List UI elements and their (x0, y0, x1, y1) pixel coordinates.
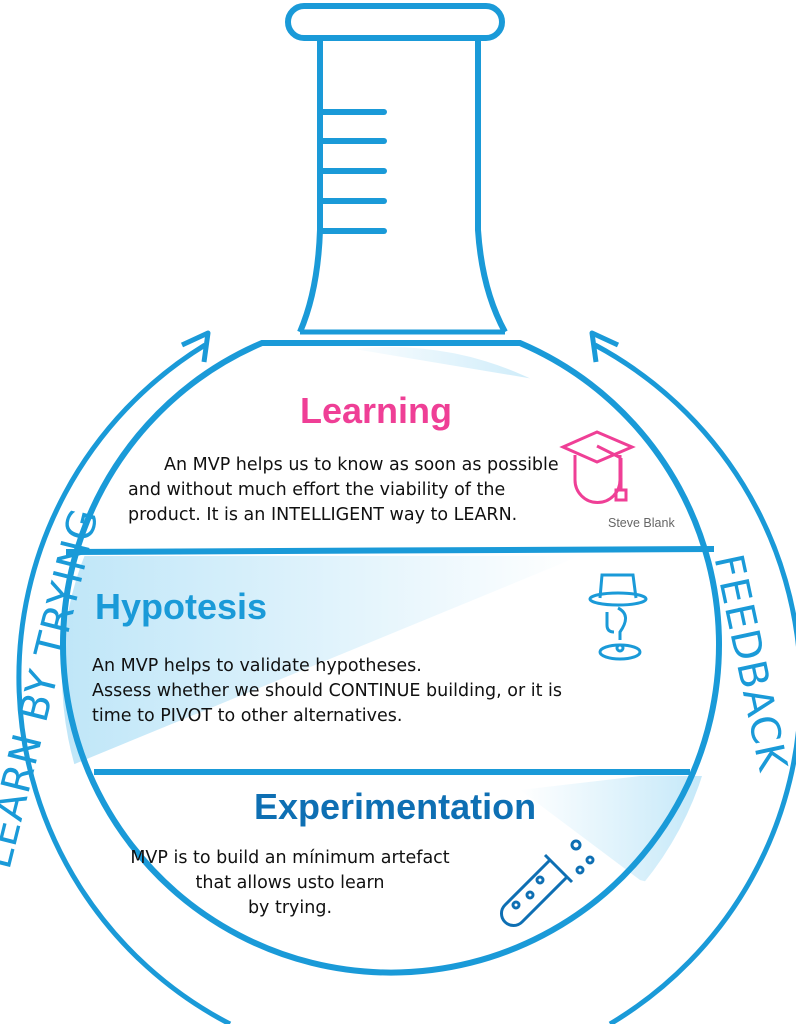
graduation-marks (319, 109, 387, 234)
test-tube-icon (500, 839, 595, 927)
hypotesis-line: Assess whether we should CONTINUE buildi… (92, 681, 563, 701)
learning-line: and without much effort the viability of… (128, 480, 506, 500)
hat-question-icon (588, 573, 648, 661)
graduation-cap-icon (559, 430, 636, 504)
hypotesis-line: time to PIVOT to other alternatives. (92, 706, 403, 726)
hypotesis-title: Hypotesis (95, 586, 268, 627)
learning-line: An MVP helps us to know as soon as possi… (164, 455, 559, 475)
learning-title: Learning (300, 390, 453, 431)
divider-1 (65, 546, 715, 555)
experimentation-line: MVP is to build an mínimum artefact (130, 848, 450, 868)
flask-neck (297, 40, 508, 334)
hypotesis-line: An MVP helps to validate hypotheses. (92, 656, 422, 676)
experimentation-line: by trying. (247, 898, 333, 918)
attribution: Steve Blank (608, 516, 675, 530)
hypotesis-text: An MVP helps to validate hypotheses. Ass… (92, 654, 562, 729)
learning-line: product. It is an INTELLIGENT way to LEA… (128, 505, 518, 525)
experimentation-text: MVP is to build an mínimum artefact that… (130, 846, 450, 921)
learning-text: An MVP helps us to know as soon as possi… (128, 453, 559, 528)
cycle-arrow-right (593, 342, 796, 1024)
cycle-arrow-left (16, 342, 232, 1024)
flask-cap (285, 3, 505, 41)
experimentation-line: that allows usto learn (195, 873, 385, 893)
experimentation-title: Experimentation (254, 786, 537, 827)
